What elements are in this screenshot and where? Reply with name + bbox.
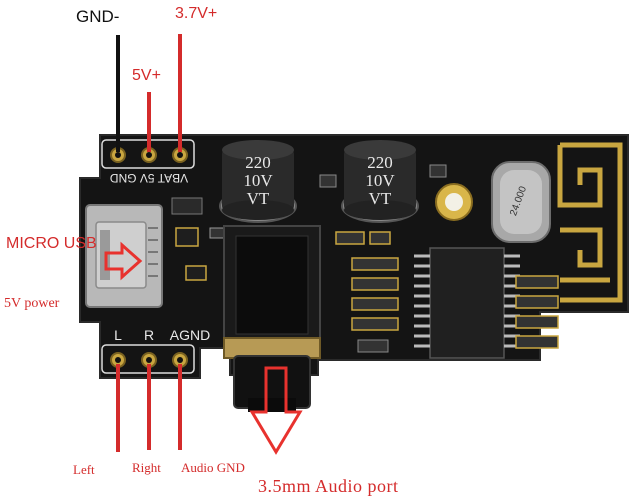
usb-arrow-icon <box>104 241 143 281</box>
label-audio-gnd: Audio GND <box>181 460 245 475</box>
label-micro-usb: MICRO USB <box>6 235 97 252</box>
label-5v: 5V+ <box>132 67 161 84</box>
cap2-value: 220 <box>367 153 393 172</box>
cap1-voltage: 10V <box>243 171 273 190</box>
label-5v-power: 5V power <box>4 296 60 311</box>
audio-jack-3-5mm <box>223 225 321 412</box>
label-3-7v: 3.7V+ <box>175 5 218 22</box>
audio-port-arrow-icon <box>249 366 303 455</box>
crystal-oscillator <box>491 161 551 243</box>
cap1-series: VT <box>247 189 270 208</box>
pcb-antenna <box>557 142 623 303</box>
bottom-header-pads <box>101 344 195 374</box>
cap2-series: VT <box>369 189 392 208</box>
bottom-wires <box>116 364 182 452</box>
bluetooth-ic-chip <box>414 247 520 359</box>
label-left: Left <box>73 462 95 477</box>
capacitor-1 <box>219 140 297 223</box>
smd-components-top <box>319 164 447 188</box>
cap1-value: 220 <box>245 153 271 172</box>
label-audio-port: 3.5mm Audio port <box>258 476 399 496</box>
silk-l: L <box>114 327 122 343</box>
led-indicator <box>435 183 473 221</box>
smd-resistors-right <box>515 275 559 349</box>
label-right: Right <box>132 460 161 475</box>
cap2-voltage: 10V <box>365 171 395 190</box>
smd-resistors-middle <box>335 231 399 353</box>
label-gnd: GND- <box>76 7 120 26</box>
capacitor-2 <box>341 140 419 223</box>
silk-r: R <box>144 327 154 343</box>
top-header-silkscreen: VBAT 5V GND <box>110 171 189 185</box>
top-wires <box>116 34 182 152</box>
silk-agnd: AGND <box>170 327 210 343</box>
micro-usb-connector <box>85 204 163 308</box>
